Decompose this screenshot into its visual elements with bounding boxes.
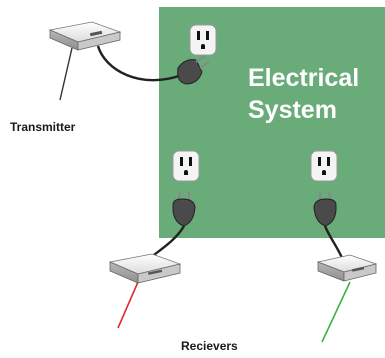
receiver-right-cable xyxy=(323,225,344,259)
transmitter-cable xyxy=(96,45,183,82)
transmitter-label: Transmitter xyxy=(10,120,76,134)
system-title-line1: Electrical xyxy=(248,64,360,92)
receiver-left-antenna xyxy=(117,281,139,329)
plug-bottom-left xyxy=(172,191,196,227)
outlet-bottom-left xyxy=(172,150,200,182)
system-title-line2: System xyxy=(248,96,337,124)
receivers-label: Recievers xyxy=(181,339,238,353)
outlet-bottom-right xyxy=(310,150,338,182)
electrical-system-title: Electrical System xyxy=(248,62,359,126)
receiver-box-left xyxy=(108,253,182,284)
receiver-right-antenna xyxy=(321,281,351,343)
transmitter-box xyxy=(48,21,122,51)
transmitter-antenna xyxy=(59,47,73,101)
plug-top xyxy=(177,55,210,85)
plug-bottom-right xyxy=(313,191,337,227)
receiver-box-right xyxy=(316,254,378,282)
outlet-top xyxy=(189,24,217,56)
